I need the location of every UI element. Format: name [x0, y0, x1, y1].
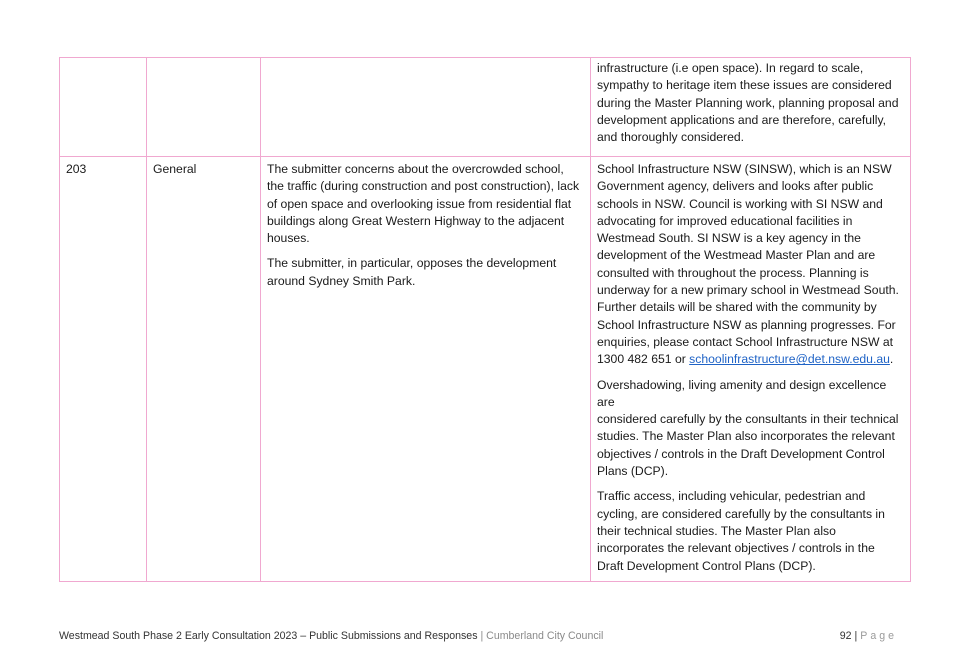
footer-document-title: Westmead South Phase 2 Early Consultatio… — [59, 630, 478, 642]
response-paragraph: Overshadowing, living amenity and design… — [597, 377, 904, 481]
submission-number-cell: 203 — [59, 156, 147, 582]
response-cell: School Infrastructure NSW (SINSW), which… — [590, 156, 911, 582]
response-paragraph: Traffic access, including vehicular, ped… — [597, 488, 904, 574]
submission-summary-cell — [260, 57, 591, 157]
submissions-table: infrastructure (i.e open space). In rega… — [59, 57, 911, 582]
page-word: Page — [860, 630, 897, 642]
text-line: schools in NSW. Council is working with … — [597, 196, 883, 211]
footer-organisation: Cumberland City Council — [486, 630, 604, 642]
text-line: development of the Westmead Master Plan … — [597, 248, 876, 263]
text-line: buildings along Great Western Highway to… — [267, 213, 565, 228]
text-line: enquiries, please contact School Infrast… — [597, 334, 894, 349]
submission-paragraph: The submitter concerns about the overcro… — [267, 161, 584, 247]
page-number: 92 — [839, 630, 852, 642]
text-line: Further details will be shared with the … — [597, 300, 877, 315]
category-cell — [146, 57, 261, 157]
text-line: infrastructure (i.e open space). In rega… — [597, 61, 864, 75]
text-line: advocating for improved educational faci… — [597, 213, 853, 228]
text-line: of open space and overlooking issue from… — [267, 196, 572, 211]
text-line: the traffic (during construction and pos… — [267, 179, 580, 194]
text-line: School Infrastructure NSW (SINSW), which… — [597, 162, 892, 176]
text-line: Draft Development Control Plans (DCP). — [597, 558, 816, 573]
submission-number-cell — [59, 57, 147, 157]
text-line: School Infrastructure NSW as planning pr… — [597, 317, 896, 332]
response-paragraph: infrastructure (i.e open space). In rega… — [597, 60, 904, 146]
footer-page-info: 92 | Page — [840, 630, 897, 642]
text-line: studies. The Master Plan also incorporat… — [597, 429, 895, 444]
text-line: underway for a new primary school in Wes… — [597, 283, 899, 298]
footer-separator: | — [480, 630, 484, 642]
text-line: incorporates the relevant objectives / c… — [597, 541, 875, 556]
text-line: objectives / controls in the Draft Devel… — [597, 446, 885, 461]
text-line: Traffic access, including vehicular, ped… — [597, 489, 866, 504]
text-line: consulted with throughout the process. P… — [597, 265, 869, 280]
table-row-203: 203 General The submitter concerns about… — [59, 156, 911, 582]
text-line: considered carefully by the consultants … — [597, 412, 899, 427]
footer-document-info: Westmead South Phase 2 Early Consultatio… — [59, 630, 603, 642]
text-line: during the Master Planning work, plannin… — [597, 95, 899, 110]
text-line: around Sydney Smith Park. — [267, 273, 416, 288]
text-line: cycling, are considered carefully by the… — [597, 506, 885, 521]
response-paragraph: School Infrastructure NSW (SINSW), which… — [597, 161, 904, 369]
submission-paragraph: The submitter, in particular, opposes th… — [267, 255, 584, 290]
table-row-continued: infrastructure (i.e open space). In rega… — [59, 57, 911, 157]
text-line: houses. — [267, 231, 310, 246]
phone-text: 1300 482 651 or — [597, 352, 690, 367]
category-cell: General — [146, 156, 261, 582]
text-line: their technical studies. The Master Plan… — [597, 523, 836, 538]
text-line: The submitter concerns about the overcro… — [267, 162, 564, 176]
text-line: Overshadowing, living amenity and design… — [597, 377, 887, 409]
period-text: . — [889, 352, 894, 367]
submission-summary-cell: The submitter concerns about the overcro… — [260, 156, 591, 582]
submission-category: General — [153, 162, 197, 176]
response-cell: infrastructure (i.e open space). In rega… — [590, 57, 911, 157]
text-line: development applications and are therefo… — [597, 112, 887, 127]
text-line: Westmead South. SI NSW is a key agency i… — [597, 231, 861, 246]
submission-number: 203 — [66, 162, 87, 176]
text-line: The submitter, in particular, opposes th… — [267, 256, 557, 271]
text-line: Government agency, delivers and looks af… — [597, 179, 874, 194]
text-line: sympathy to heritage item these issues a… — [597, 78, 892, 93]
text-line: and thoroughly considered. — [597, 130, 745, 145]
text-line: Plans (DCP). — [597, 464, 669, 479]
page-separator: | — [854, 630, 858, 642]
email-link[interactable]: schoolinfrastructure@det.nsw.edu.au — [689, 352, 890, 367]
